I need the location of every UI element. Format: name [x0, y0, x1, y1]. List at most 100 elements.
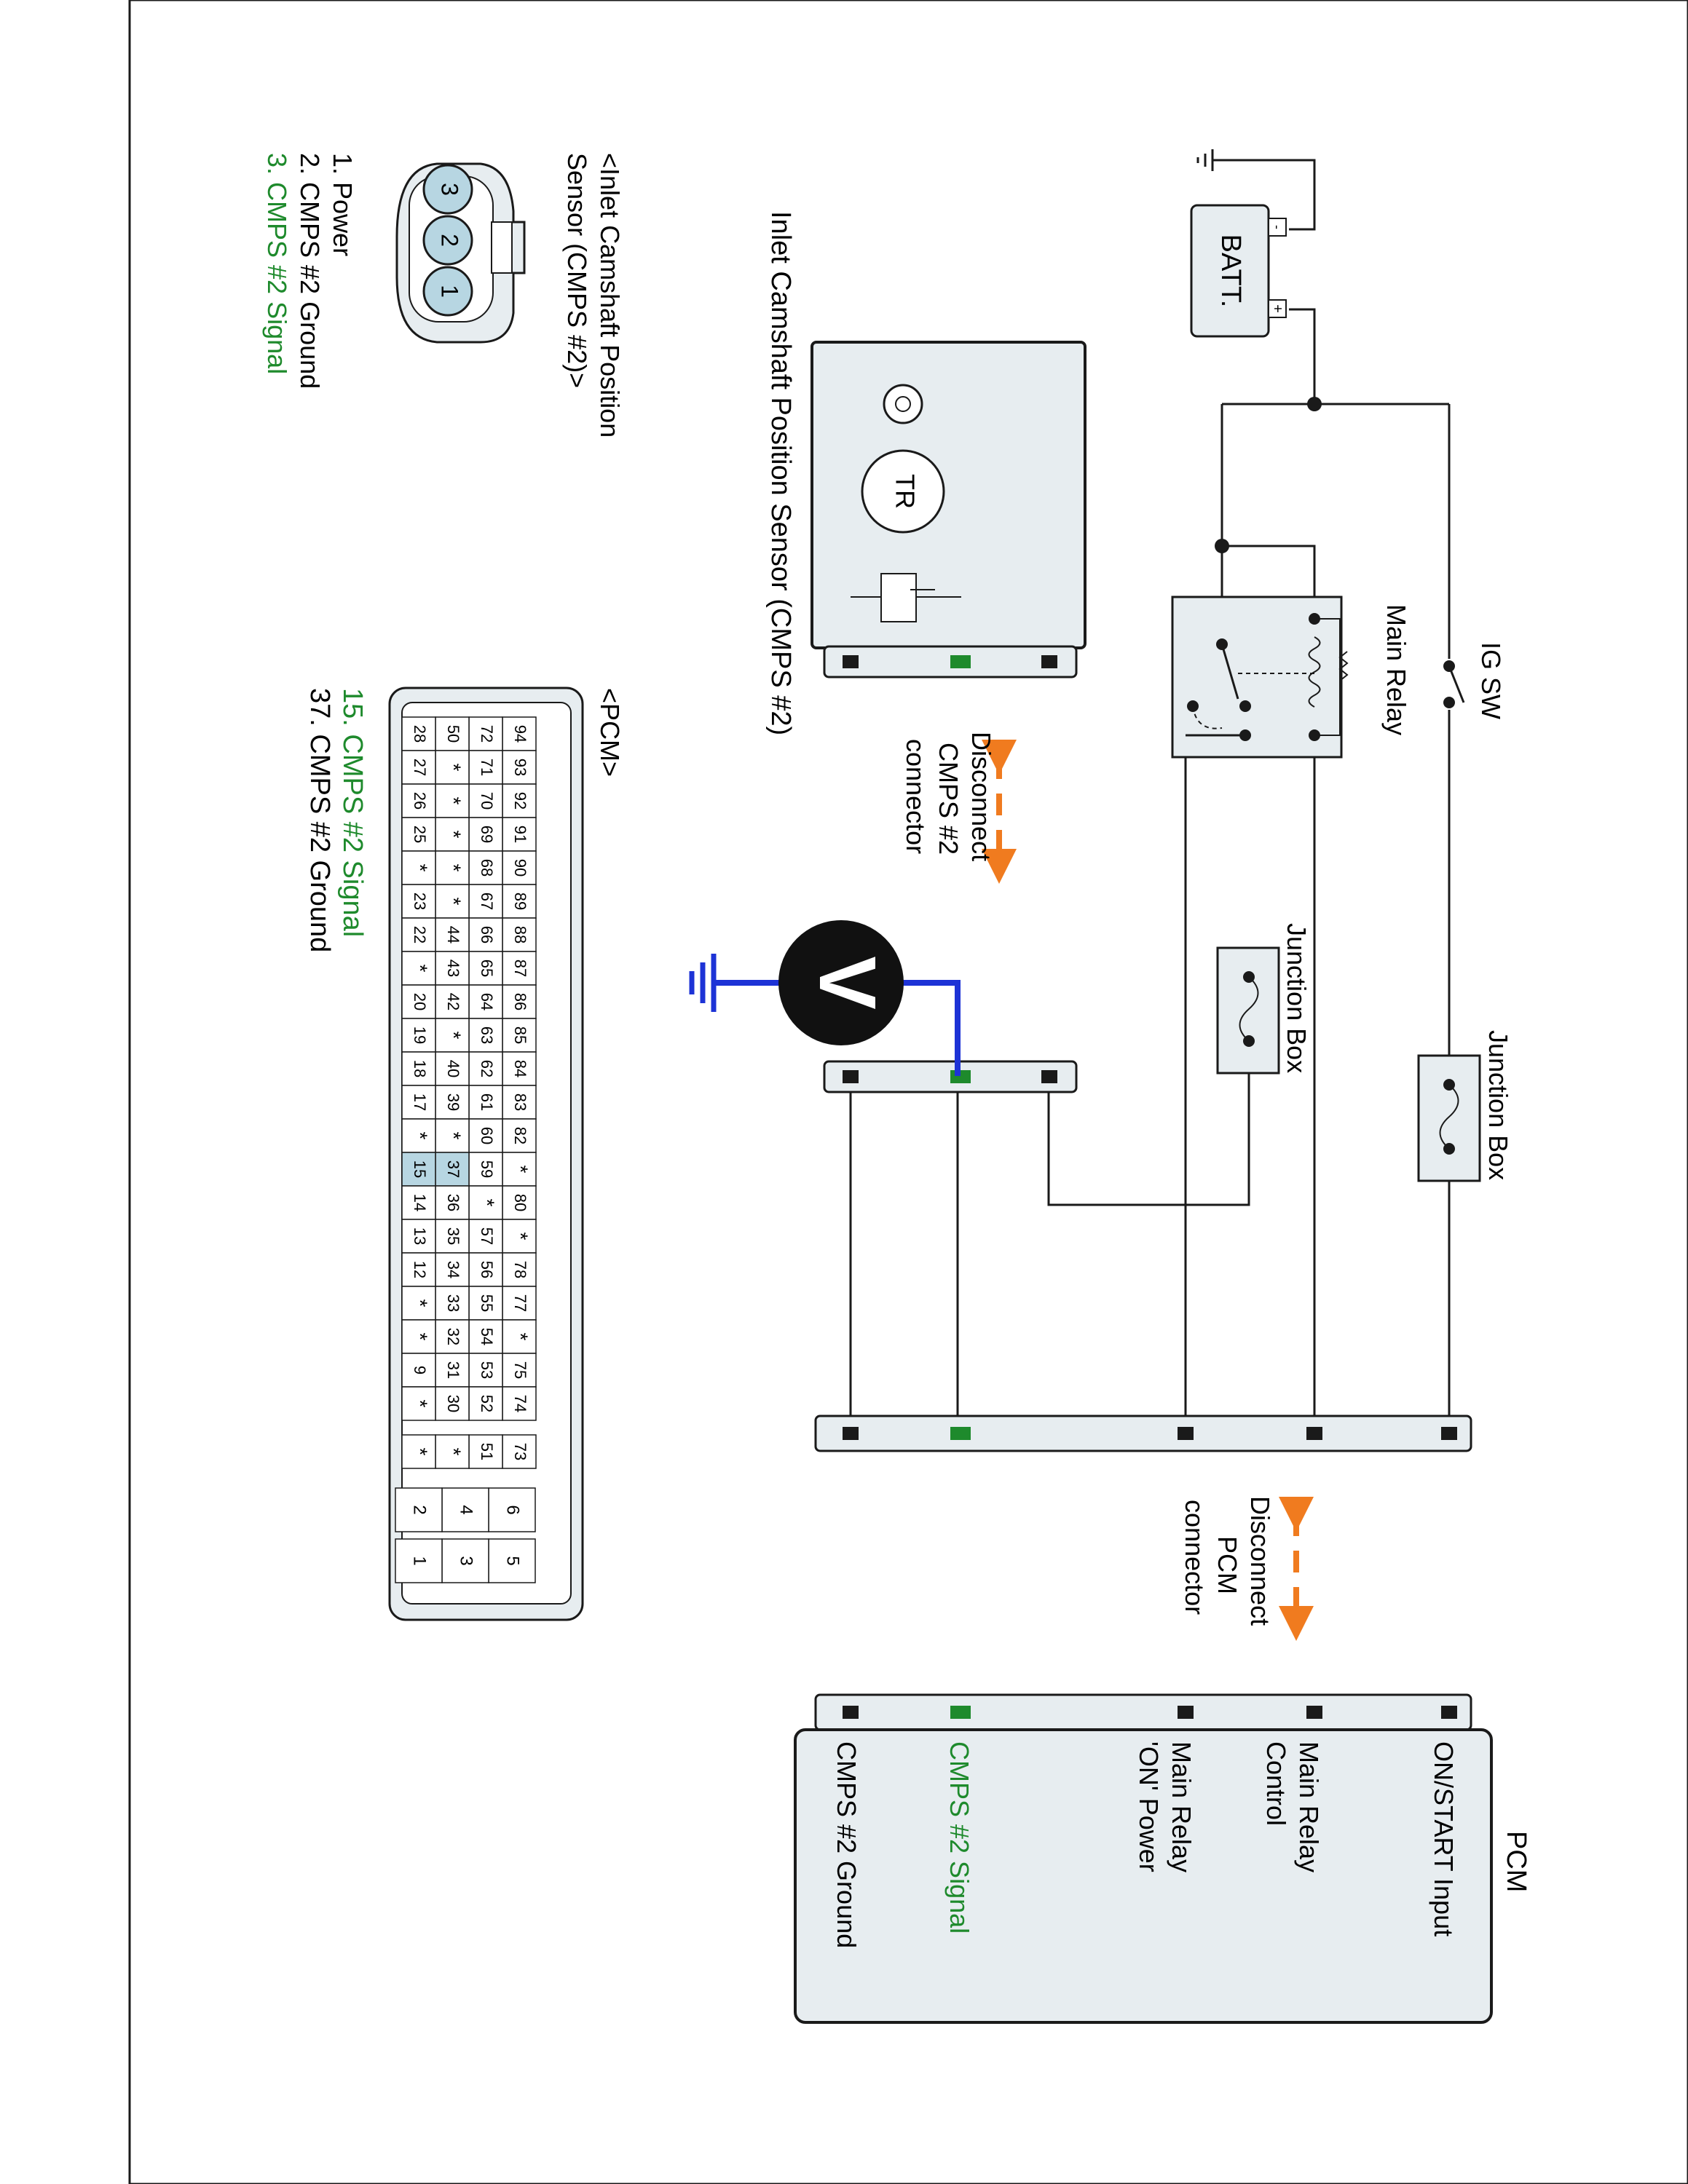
pcm-pin-r2-c17: 33 [444, 1294, 462, 1312]
sensor-pin-2: 2 [437, 234, 463, 247]
pcm-legend-item-37: 37. CMPS #2 Ground [304, 688, 335, 952]
pcm-side-pin-1: 51 [478, 1443, 496, 1460]
pcm-pin-r1-c1: 71 [478, 759, 496, 776]
pcm-pin-r0-c6-cell [502, 917, 537, 952]
disconnect-pcm-line2: PCM [1212, 1536, 1242, 1594]
pcm-power-pin-cell [395, 1487, 443, 1532]
pcm-power-pin-cell [441, 1538, 489, 1583]
junction-box-1: Junction Box [1216, 923, 1312, 1075]
pcm-power-pin-cell [488, 1538, 536, 1583]
junction-box-1-label: Junction Box [1282, 923, 1312, 1073]
pcm-pin-r1-c2: 70 [478, 792, 496, 810]
pcm-pin-r2-c12-cell [435, 1118, 470, 1153]
pcm-pin-r1-c11-cell [468, 1085, 503, 1120]
pcm-pin-r2-c9: * [443, 1032, 465, 1040]
pcm-pin-r0-c11: 83 [511, 1093, 529, 1111]
pcm-power-pin-2: 2 [410, 1505, 430, 1514]
pcm-pin-r2-c11: 39 [444, 1093, 462, 1111]
pcm-pin-r0-c20-cell [502, 1386, 537, 1421]
pcm-harness-connector [814, 1415, 1472, 1452]
pcm-pin-r3-c15: 13 [411, 1227, 429, 1245]
pcm-pin-r0-c7: 87 [511, 960, 529, 977]
pcm-pin-r0-c1-cell [502, 750, 537, 785]
pcm-pin-r2-c19: 31 [444, 1361, 462, 1379]
pcm-pin-r1-c14: * [476, 1199, 499, 1207]
page-border [128, 0, 1688, 2184]
pcm-pin-r1-c6: 66 [478, 926, 496, 943]
pcm-pin-r2-c10-cell [435, 1051, 470, 1086]
pcm-power-pin-5: 5 [503, 1556, 523, 1565]
pcm-pin-r3-c6: 22 [411, 926, 429, 943]
pcm-pin-r1-c20-cell [468, 1386, 503, 1421]
pcm-pin-r3-c12: * [409, 1132, 432, 1140]
pcm-terminal-main-relay-control-2: Control [1261, 1741, 1291, 1826]
pcm-pin-r1-c4-cell [468, 850, 503, 885]
pcm-pin-r0-c5-cell [502, 884, 537, 919]
pcm-pin-r2-c15-cell [435, 1219, 470, 1254]
junction-box-2-label: Junction Box [1483, 1030, 1513, 1180]
pcm-legend-item-15: 15. CMPS #2 Signal [337, 688, 368, 937]
pcm-pin-r3-c10: 18 [411, 1060, 429, 1077]
pcm-pin-r3-c17-cell [401, 1286, 436, 1321]
battery-minus: - [1270, 225, 1285, 229]
sensor-pin-3: 3 [437, 183, 463, 196]
pcm-pin-r3-c8-cell [401, 984, 436, 1019]
disconnect-cmps-arrow: Disconnect CMPS #2 connector [901, 732, 1017, 884]
pcm-terminal-relay-power-2: 'ON' Power [1134, 1741, 1164, 1872]
pcm-pin-r0-c16-cell [502, 1252, 537, 1287]
disconnect-cmps-line1: Disconnect [966, 732, 996, 861]
pcm-pin-r2-c15: 35 [444, 1227, 462, 1245]
pcm-pin-r2-c6: 44 [444, 926, 462, 943]
pcm-terminal-main-relay-control-1: Main Relay [1294, 1741, 1324, 1872]
pcm-pin-r1-c19: 53 [478, 1361, 496, 1379]
pcm-connector-legend: <PCM> 94939291908988878685848382*80*7877… [304, 687, 625, 1621]
pcm-pin-r3-c2: 26 [411, 792, 429, 810]
pcm-terminal-cmps-ground: CMPS #2 Ground [832, 1741, 861, 1948]
pcm-pin-r1-c8-cell [468, 984, 503, 1019]
pcm-pin-r1-c6-cell [468, 917, 503, 952]
pcm-pin-r0-c8: 86 [511, 993, 529, 1010]
pcm-pin-r2-c4-cell [435, 850, 470, 885]
pcm-pin-r0-c20: 74 [511, 1395, 529, 1412]
pcm-pin-r0-c0: 94 [511, 725, 529, 743]
pcm-pin-r2-c9-cell [435, 1018, 470, 1053]
pcm-pin-r1-c4: 68 [478, 859, 496, 877]
pcm-power-pin-cell [488, 1487, 536, 1532]
pcm-pin-r1-c7-cell [468, 951, 503, 986]
pcm-pin-r3-c9: 19 [411, 1026, 429, 1044]
pcm-terminal-cmps-signal: CMPS #2 Signal [944, 1741, 974, 1934]
ground-icon [1196, 149, 1214, 171]
pcm-pin-r1-c10: 62 [478, 1060, 496, 1077]
pcm-unit: PCM ON/START Input Main Relay Control Ma… [794, 1693, 1531, 2024]
pcm-pin-r0-c4: 90 [511, 859, 529, 877]
disconnect-pcm-line1: Disconnect [1245, 1496, 1275, 1626]
pcm-pin-r0-c17: 77 [511, 1294, 529, 1312]
pcm-pin-r0-c7-cell [502, 951, 537, 986]
pcm-pin-r3-c5: 23 [411, 893, 429, 910]
pcm-pin-r3-c20: * [409, 1400, 432, 1408]
pcm-pin-r3-c0: 28 [411, 725, 429, 743]
pcm-pin-r0-c6: 88 [511, 926, 529, 943]
pcm-pin-r0-c10-cell [502, 1051, 537, 1086]
junction-dots [1215, 397, 1322, 553]
battery: - + BATT. [1190, 204, 1287, 338]
pcm-pin-r1-c15: 57 [478, 1227, 496, 1245]
main-relay: Main Relay [1171, 596, 1411, 759]
pcm-pin-r2-c4: * [443, 864, 465, 872]
pcm-pin-r1-c10-cell [468, 1051, 503, 1086]
pcm-pin-r1-c11: 61 [478, 1093, 496, 1111]
pcm-pin-r1-c17: 55 [478, 1294, 496, 1312]
pcm-terminal-on-start: ON/START Input [1429, 1741, 1459, 1936]
junction-box-2: Junction Box [1417, 1030, 1513, 1182]
pcm-pin-r1-c5: 67 [478, 893, 496, 910]
sensor-legend-item-3: 3. CMPS #2 Signal [262, 153, 292, 374]
cmps-harness-connector [823, 1060, 1078, 1093]
pcm-pin-r1-c3: 69 [478, 826, 496, 843]
pcm-power-pin-3: 3 [457, 1556, 476, 1565]
pcm-pin-r3-c11-cell [401, 1085, 436, 1120]
pcm-pin-r2-c8: 42 [444, 993, 462, 1010]
pcm-pin-r1-c18: 54 [478, 1328, 496, 1345]
pcm-side-pin-3: * [409, 1448, 432, 1456]
pcm-pin-r2-c1-cell [435, 750, 470, 785]
